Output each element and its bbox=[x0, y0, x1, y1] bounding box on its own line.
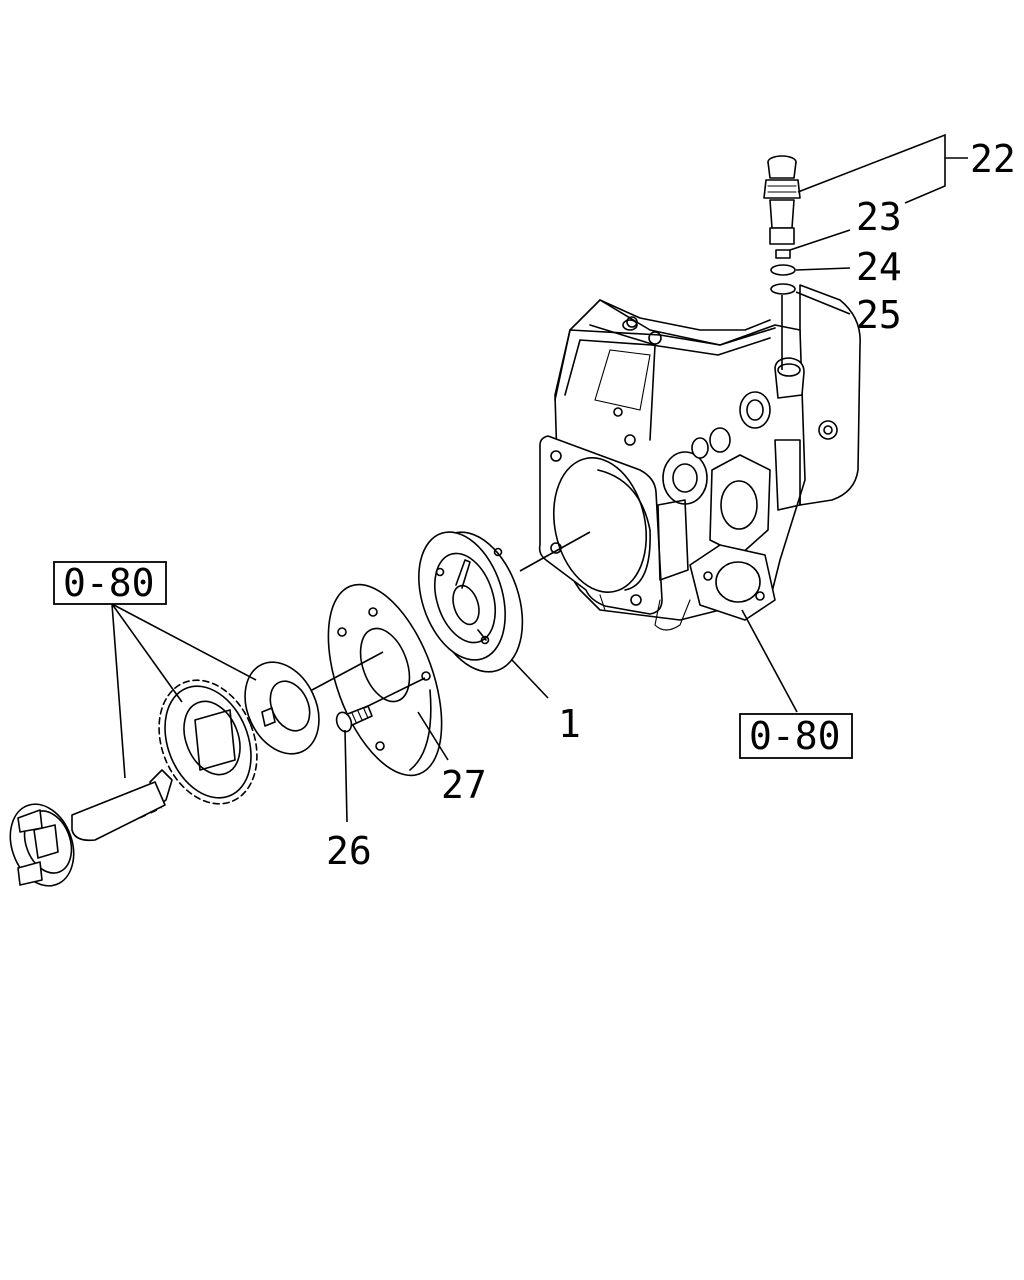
valve-icon bbox=[763, 155, 801, 259]
callout-23: 23 bbox=[856, 195, 902, 239]
reference-box-right[interactable]: 0-80 bbox=[739, 713, 853, 759]
callout-27: 27 bbox=[441, 763, 487, 807]
callout-24: 24 bbox=[856, 245, 902, 289]
key-washer-icon bbox=[244, 661, 320, 755]
reference-label-left: 0-80 bbox=[63, 561, 155, 605]
gear-icon bbox=[158, 679, 258, 805]
flange-hub-icon bbox=[418, 531, 524, 673]
callout-26: 26 bbox=[326, 829, 372, 873]
callout-1: 1 bbox=[558, 702, 581, 746]
o-ring-icon bbox=[770, 264, 796, 295]
plate-icon bbox=[327, 583, 443, 777]
pump-housing-icon bbox=[538, 284, 861, 631]
assembly-axis-lines bbox=[311, 295, 783, 709]
screw-icon bbox=[335, 705, 373, 733]
callout-25: 25 bbox=[856, 293, 902, 337]
reference-label-right: 0-80 bbox=[749, 714, 841, 758]
reference-box-left[interactable]: 0-80 bbox=[53, 561, 167, 605]
callout-leaders bbox=[111, 133, 968, 823]
drive-shaft-icon bbox=[9, 769, 173, 887]
callout-22: 22 bbox=[970, 137, 1016, 181]
callout-labels: 22 23 24 25 1 27 26 bbox=[326, 137, 1016, 873]
